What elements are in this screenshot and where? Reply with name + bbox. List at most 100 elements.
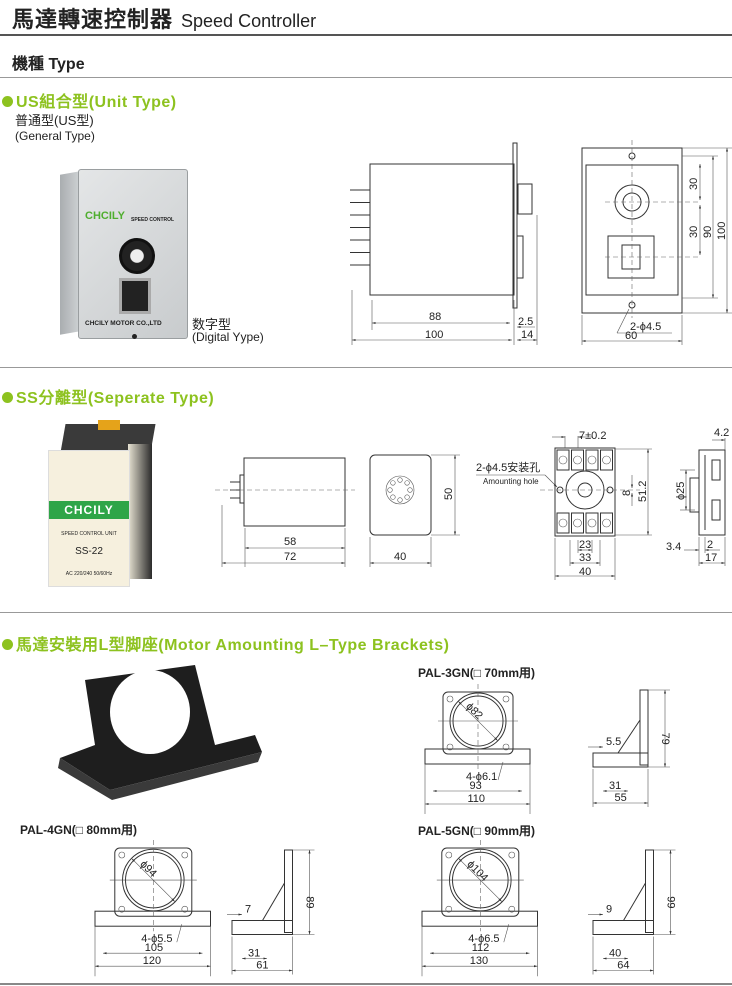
brand-logo: CHCILY bbox=[85, 210, 125, 222]
dim-diameter: ϕ94 bbox=[137, 858, 159, 880]
mount-hole bbox=[181, 905, 189, 913]
terminal bbox=[556, 449, 570, 471]
model-label: SS-22 bbox=[75, 546, 103, 557]
mount-hole bbox=[118, 851, 126, 859]
dim-100: 100 bbox=[716, 222, 728, 240]
bracket-model-label: PAL-3GN(□ 70mm用) bbox=[418, 666, 536, 680]
maker-label: CHCILY MOTOR CO.,LTD bbox=[85, 320, 162, 327]
bullet-icon bbox=[2, 96, 13, 107]
mount-hole bbox=[502, 695, 510, 703]
terminal bbox=[571, 512, 584, 534]
dim-4-2: 4.2 bbox=[714, 427, 729, 439]
brand-logo: CHCILY bbox=[49, 501, 129, 519]
terminal-screw bbox=[587, 455, 597, 465]
general-type-en: (General Type) bbox=[15, 129, 95, 143]
dia-line bbox=[458, 701, 498, 741]
dim-outer: 130 bbox=[470, 955, 488, 967]
section-unit-type-heading: US組合型(Unit Type) bbox=[2, 88, 177, 112]
side-gusset bbox=[617, 719, 641, 754]
dim-72: 72 bbox=[284, 551, 296, 563]
dim-88: 88 bbox=[429, 311, 441, 323]
dim-side-inner: 40 bbox=[609, 948, 621, 960]
side-upright bbox=[284, 849, 293, 933]
dim-side-inner: 31 bbox=[248, 948, 260, 960]
pin-hole bbox=[404, 480, 410, 486]
bracket-base bbox=[424, 748, 531, 765]
unit-body: CHCILY SPEED CONTROL UNIT SS-22 AC 220/2… bbox=[48, 450, 130, 587]
bracket-model-label: PAL-5GN(□ 90mm用) bbox=[418, 824, 536, 838]
dim-30-bottom: 30 bbox=[688, 226, 700, 238]
dim-height: 99 bbox=[665, 896, 677, 908]
terminal bbox=[556, 512, 570, 534]
dim-60: 60 bbox=[625, 330, 637, 342]
digital-type-en: (Digital Yype) bbox=[192, 330, 264, 344]
bracket-model-label: PAL-4GN(□ 80mm用) bbox=[20, 823, 138, 837]
pin-circle bbox=[385, 475, 415, 505]
pin-hole bbox=[390, 494, 396, 500]
ss-side-view-drawing: 58 72 bbox=[215, 457, 355, 567]
leader bbox=[176, 924, 183, 943]
dim-17: 17 bbox=[705, 552, 717, 564]
unit-side bbox=[128, 444, 152, 579]
dim-side-outer: 61 bbox=[256, 960, 268, 972]
ss-front-view-drawing: 50 40 bbox=[369, 454, 460, 567]
terminal-screw bbox=[602, 518, 611, 528]
dim-8: 8 bbox=[621, 490, 633, 496]
mount-hole bbox=[445, 851, 453, 859]
mount-hole bbox=[132, 334, 137, 339]
dia-line bbox=[458, 858, 503, 902]
ss-controller-photo: CHCILY SPEED CONTROL UNIT SS-22 AC 220/2… bbox=[40, 420, 160, 600]
terminal bbox=[585, 449, 599, 471]
hole-label-cn: 2-ϕ4.5安装孔 bbox=[476, 460, 540, 474]
dim-2: 2 bbox=[707, 539, 713, 551]
pin-hole bbox=[404, 494, 410, 500]
pin-hole bbox=[397, 477, 403, 483]
mount-hole bbox=[508, 851, 516, 859]
dim-outer: 120 bbox=[143, 955, 161, 967]
dim-inner: 105 bbox=[145, 942, 163, 954]
dim-slot: 9 bbox=[606, 904, 612, 916]
section-title: SS分離型(Seperate Type) bbox=[16, 390, 215, 407]
type-heading: 機種 Type bbox=[12, 56, 85, 73]
dim-phi25: ϕ25 bbox=[675, 482, 687, 500]
section-separate-type-heading: SS分離型(Seperate Type) bbox=[2, 384, 214, 408]
leader bbox=[497, 761, 504, 781]
title-divider bbox=[0, 34, 732, 36]
us-front-view-drawing: 30 30 90 100 2-ϕ4.5 60 bbox=[581, 140, 732, 345]
dim-58: 58 bbox=[284, 536, 296, 548]
dim-40: 40 bbox=[579, 566, 591, 578]
mount-hole bbox=[446, 743, 454, 751]
section-divider-1 bbox=[0, 367, 732, 368]
page-title: 馬達轉速控制器 Speed Controller bbox=[12, 2, 316, 34]
controller-face: CHCILY SPEED CONTROL CHCILY MOTOR CO.,LT… bbox=[78, 169, 188, 339]
dim-side-inner: 31 bbox=[609, 780, 621, 792]
side-base bbox=[231, 920, 293, 935]
dim-40: 40 bbox=[394, 551, 406, 563]
dim-51-2: 51.2 bbox=[637, 481, 649, 502]
socket-clip bbox=[98, 420, 120, 430]
side-upright bbox=[639, 689, 649, 766]
dim-23: 23 bbox=[579, 539, 591, 551]
power-label: AC 220/240 50/60Hz bbox=[65, 571, 113, 577]
dim-slot: 5.5 bbox=[606, 736, 621, 748]
terminal bbox=[600, 449, 613, 471]
title-cn: 馬達轉速控制器 bbox=[12, 7, 174, 32]
section-brackets-heading: 馬達安裝用L型脚座(Motor Amounting L–Type Bracket… bbox=[2, 631, 449, 655]
side-gusset bbox=[623, 882, 646, 921]
terminal-screw bbox=[573, 455, 582, 465]
mount-hole bbox=[508, 905, 516, 913]
terminal-screw bbox=[558, 455, 568, 465]
terminal bbox=[571, 449, 584, 471]
bracket-base bbox=[94, 910, 211, 927]
speed-knob bbox=[119, 238, 155, 274]
title-en: Speed Controller bbox=[181, 11, 317, 31]
bottom-divider bbox=[0, 983, 732, 985]
dim-inner: 112 bbox=[472, 942, 490, 954]
dim-slot: 7 bbox=[245, 904, 251, 916]
bracket-base bbox=[421, 910, 538, 927]
terminal-screw bbox=[587, 518, 597, 528]
